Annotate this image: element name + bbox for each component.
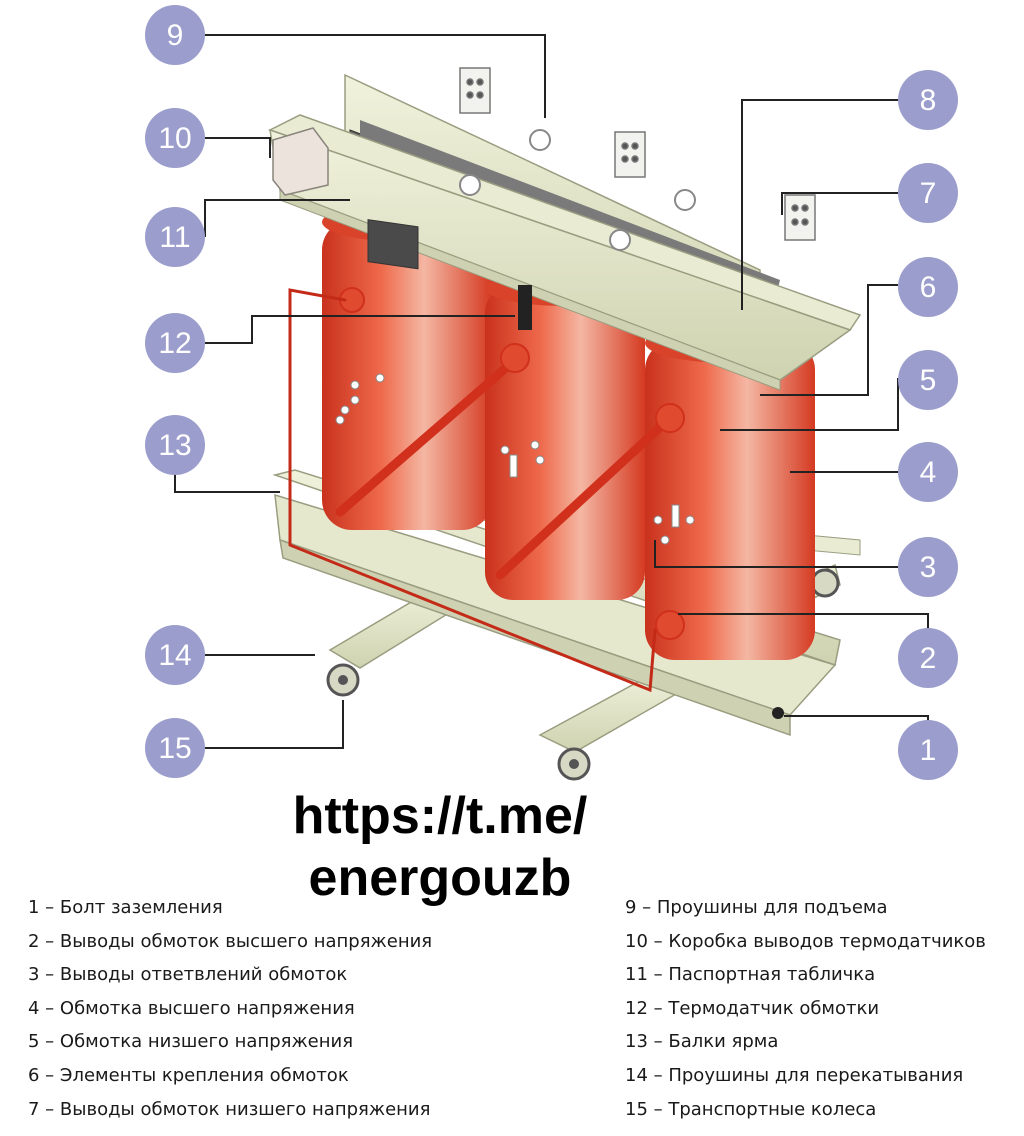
legend-item: 4 – Обмотка высшего напряжения [28, 997, 355, 1019]
callout-10: 10 [145, 108, 205, 168]
callout-6: 6 [898, 257, 958, 317]
callout-number: 3 [920, 551, 937, 584]
callout-9: 9 [145, 5, 205, 65]
legend-item: 15 – Транспортные колеса [625, 1098, 877, 1120]
hv-connection-rods [288, 287, 685, 693]
callout-number: 9 [167, 19, 184, 52]
tap-terminals [335, 373, 695, 545]
callout-number: 8 [920, 84, 937, 117]
callout-5: 5 [898, 350, 958, 410]
callout-circle [145, 415, 205, 475]
callout-7: 7 [898, 163, 958, 223]
callout-number: 6 [920, 271, 937, 304]
callout-number: 2 [920, 642, 937, 675]
legend-right: 9 – Проушины для подъема 10 – Коробка вы… [625, 891, 986, 1126]
callout-circle [898, 720, 958, 780]
callout-circle [145, 625, 205, 685]
legend-item: 6 – Элементы крепления обмоток [28, 1064, 349, 1086]
callout-number: 4 [920, 456, 937, 489]
callout-number: 1 [920, 734, 937, 767]
callout-circle [898, 628, 958, 688]
lifting-eye [674, 189, 696, 211]
callout-circle [145, 207, 205, 267]
callout-11: 11 [145, 207, 205, 267]
callout-circle [898, 442, 958, 502]
callout-number: 15 [158, 732, 191, 765]
legend-item: 2 – Выводы обмоток высшего напряжения [28, 930, 433, 952]
callout-circle [145, 718, 205, 778]
legend-item: 7 – Выводы обмоток низшего напряжения [28, 1098, 431, 1120]
callout-circle [898, 163, 958, 223]
legend-item: 3 – Выводы ответвлений обмоток [28, 964, 348, 986]
callout-2: 2 [898, 628, 958, 688]
wheel [810, 568, 840, 598]
callout-number: 14 [158, 639, 191, 672]
legend-item: 5 – Обмотка низшего напряжения [28, 1031, 354, 1053]
callout-8: 8 [898, 70, 958, 130]
callout-12: 12 [145, 313, 205, 373]
legend-item: 14 – Проушины для перекатывания [625, 1064, 964, 1086]
coil-middle [485, 285, 645, 600]
callout-14: 14 [145, 625, 205, 685]
callout-number: 12 [158, 327, 191, 360]
legend-item: 11 – Паспортная табличка [625, 964, 876, 986]
nameplate [367, 219, 419, 270]
callout-number: 13 [158, 429, 191, 462]
winding-thermosensor [518, 285, 532, 330]
upper-yoke [268, 73, 862, 391]
legend-item: 10 – Коробка выводов термодатчиков [625, 930, 986, 952]
legend-item: 13 – Балки ярма [625, 1031, 779, 1053]
legend-item: 1 – Болт заземления [28, 897, 223, 918]
callout-circle [145, 313, 205, 373]
callout-number: 7 [920, 177, 937, 210]
legend-left: 1 – Болт заземления 2 – Выводы обмоток в… [28, 891, 432, 1126]
transport-wheels [326, 568, 840, 781]
callout-number: 10 [158, 122, 191, 155]
lv-terminals [459, 67, 816, 241]
callout-circle [145, 108, 205, 168]
callout-15: 15 [145, 718, 205, 778]
callout-circle [145, 5, 205, 65]
callout-4: 4 [898, 442, 958, 502]
callout-circle [898, 257, 958, 317]
thermosensor-terminal-box [272, 127, 329, 196]
watermark-line2: energouzb [308, 849, 572, 907]
callout-1: 1 [898, 720, 958, 780]
coil-right [645, 340, 815, 660]
legend-item: 12 – Термодатчик обмотки [625, 997, 880, 1019]
callout-circle [898, 350, 958, 410]
lifting-eye [609, 229, 631, 251]
leader-lines [174, 34, 929, 749]
grounding-bolt [772, 707, 784, 719]
callout-13: 13 [145, 415, 205, 475]
callout-number: 5 [920, 364, 937, 397]
legend-item: 9 – Проушины для подъема [625, 897, 888, 918]
watermark-line1: https://t.me/ [292, 787, 588, 845]
callout-3: 3 [898, 537, 958, 597]
callout-number: 11 [159, 221, 190, 254]
callout-circle [898, 537, 958, 597]
callout-circle [898, 70, 958, 130]
lifting-eye [529, 129, 551, 151]
lifting-eye [459, 174, 481, 196]
